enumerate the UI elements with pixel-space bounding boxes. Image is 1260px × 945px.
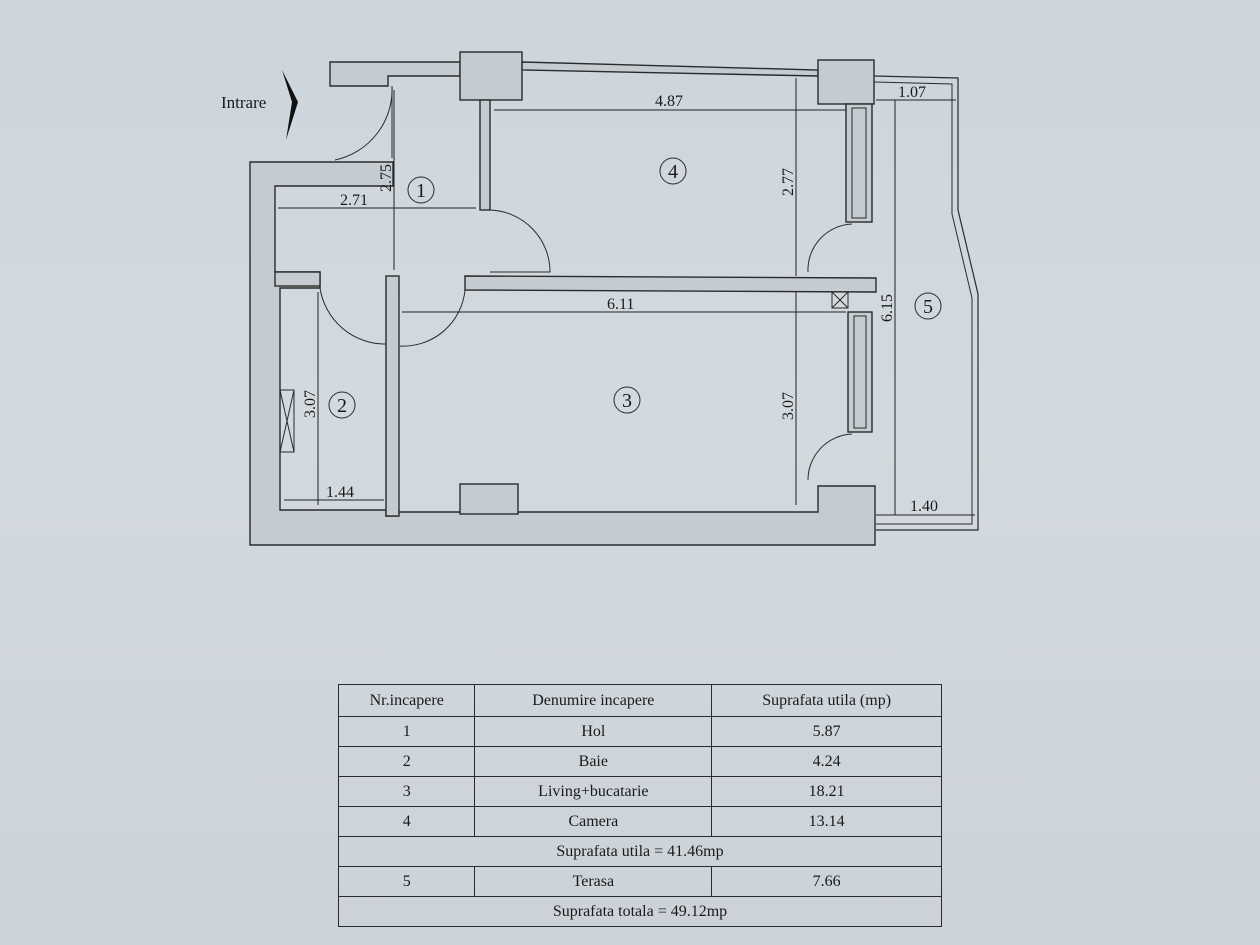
bath-door-swing	[319, 287, 387, 345]
top-left-wall	[329, 61, 461, 87]
table-row: 3 Living+bucatarie 18.21	[337, 776, 942, 807]
living-door-swing	[399, 289, 466, 347]
dim-label-terrace-bottom: 1.40	[910, 498, 938, 515]
right-wall-living	[847, 311, 873, 433]
table-row: 2 Baie 4.24	[337, 746, 942, 777]
room-number-1: 1	[416, 180, 426, 202]
bath-wall-stub	[274, 271, 321, 287]
floor-plan: Intrare 2.71 2.75 4.87 2.77 1.07 6.11 6.…	[221, 51, 979, 546]
door-swings	[319, 85, 853, 481]
cell-room-name: Living+bucatarie	[474, 776, 713, 807]
window-living	[853, 315, 867, 429]
total-area: Suprafata totala = 49.12mp	[338, 896, 942, 927]
bedroom-terrace-door-swing	[807, 223, 853, 273]
dim-label-terrace-height: 6.15	[879, 294, 896, 322]
bedroom-living-wall	[464, 275, 877, 293]
bathroom-fixture	[279, 389, 295, 453]
header-room-number: Nr.incapere	[337, 684, 476, 717]
room-marker-5: 5	[914, 292, 942, 320]
room-marker-1: 1	[407, 176, 435, 204]
cell-room-number: 2	[337, 746, 476, 777]
cell-room-name: Hol	[474, 716, 713, 747]
right-wall-bedroom-upper	[845, 103, 873, 223]
room-marker-2: 2	[328, 391, 356, 419]
cell-room-area: 4.24	[711, 746, 942, 777]
dim-label-bedroom-width: 4.87	[655, 93, 683, 110]
cell-room-number: 3	[337, 776, 476, 807]
usable-area-subtotal: Suprafata utila = 41.46mp	[338, 836, 942, 867]
room-number-2: 2	[337, 395, 347, 417]
cell-room-name: Camera	[474, 806, 713, 837]
header-room-name: Denumire incapere	[474, 684, 713, 717]
entry-label: Intrare	[221, 93, 266, 112]
bath-partition	[385, 275, 400, 517]
column-top-center	[459, 51, 523, 101]
cell-room-name: Terasa	[474, 866, 713, 897]
dim-label-bedroom-height: 2.77	[780, 168, 797, 196]
table-row: 5 Terasa 7.66	[337, 866, 942, 897]
cell-room-area: 18.21	[711, 776, 942, 807]
top-wall-bedroom	[521, 61, 819, 77]
room-marker-3: 3	[613, 386, 641, 414]
cell-room-area: 13.14	[711, 806, 942, 837]
dimension-lines	[278, 78, 975, 516]
subtotal-row: Suprafata utila = 41.46mp	[338, 836, 942, 867]
living-terrace-door-swing	[807, 433, 853, 481]
cell-room-name: Baie	[474, 746, 713, 777]
bedroom-door-swing	[489, 209, 551, 273]
column-top-right	[817, 59, 875, 105]
cell-room-number: 1	[337, 716, 476, 747]
kitchen-bump	[459, 483, 519, 515]
header-usable-area: Suprafata utila (mp)	[711, 684, 942, 717]
vent-shaft	[831, 291, 849, 309]
dim-label-living-width: 6.11	[607, 296, 634, 313]
terrace-outline	[873, 75, 979, 531]
dim-label-bath-height: 3.07	[302, 390, 319, 418]
room-number-3: 3	[622, 390, 632, 412]
cell-room-number: 5	[337, 866, 476, 897]
cell-room-number: 4	[337, 806, 476, 837]
table-row: 4 Camera 13.14	[337, 806, 942, 837]
table-row: 1 Hol 5.87	[337, 716, 942, 747]
cell-room-area: 7.66	[711, 866, 942, 897]
dim-label-living-height: 3.07	[780, 392, 797, 420]
walls	[249, 51, 877, 546]
entry-door-swing	[334, 85, 393, 161]
dim-label-hall-height: 2.75	[378, 164, 395, 192]
cell-room-area: 5.87	[711, 716, 942, 747]
dim-label-hall-width: 2.71	[340, 192, 368, 209]
dim-label-bath-width: 1.44	[326, 484, 354, 501]
room-number-4: 4	[668, 161, 678, 183]
table-header-row: Nr.incapere Denumire incapere Suprafata …	[337, 684, 942, 717]
hall-bedroom-partition	[479, 99, 491, 211]
dim-label-terrace-top: 1.07	[898, 84, 926, 101]
room-marker-4: 4	[659, 157, 687, 185]
room-number-5: 5	[923, 296, 933, 318]
window-bedroom	[851, 107, 867, 219]
room-area-table: Nr.incapere Denumire incapere Suprafata …	[337, 684, 942, 927]
entry-arrow-icon	[282, 70, 298, 140]
total-row: Suprafata totala = 49.12mp	[338, 896, 942, 927]
